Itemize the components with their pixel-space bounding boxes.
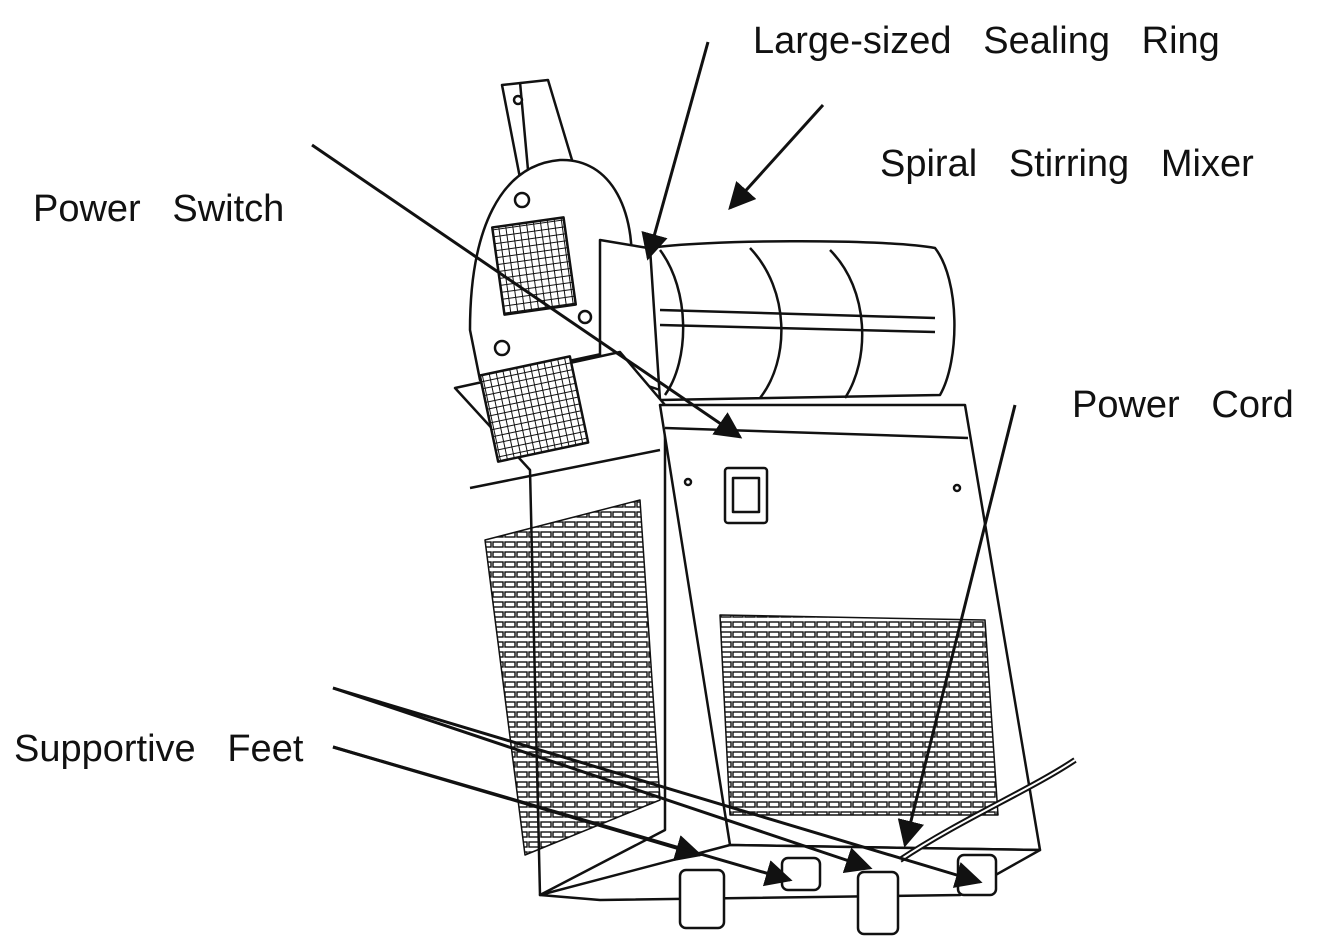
foot-arrow-4	[332, 745, 793, 887]
label-power-switch: Power Switch	[33, 188, 285, 230]
label-supportive-feet: Supportive Feet	[14, 728, 304, 770]
foot-arrow-2	[332, 686, 983, 888]
mixer-arrow	[728, 103, 825, 211]
label-power-cord: Power Cord	[1072, 384, 1294, 426]
label-mixer: Spiral Stirring Mixer	[880, 143, 1254, 185]
label-sealing-ring: Large-sized Sealing Ring	[753, 20, 1220, 62]
power-cord-arrow	[897, 404, 1017, 848]
machine-body	[453, 78, 1077, 936]
foot-arrow-1	[332, 686, 873, 874]
leader-lines	[311, 41, 1017, 888]
power-switch-arrow	[311, 143, 743, 439]
sealing-ring-arrow	[641, 41, 710, 261]
